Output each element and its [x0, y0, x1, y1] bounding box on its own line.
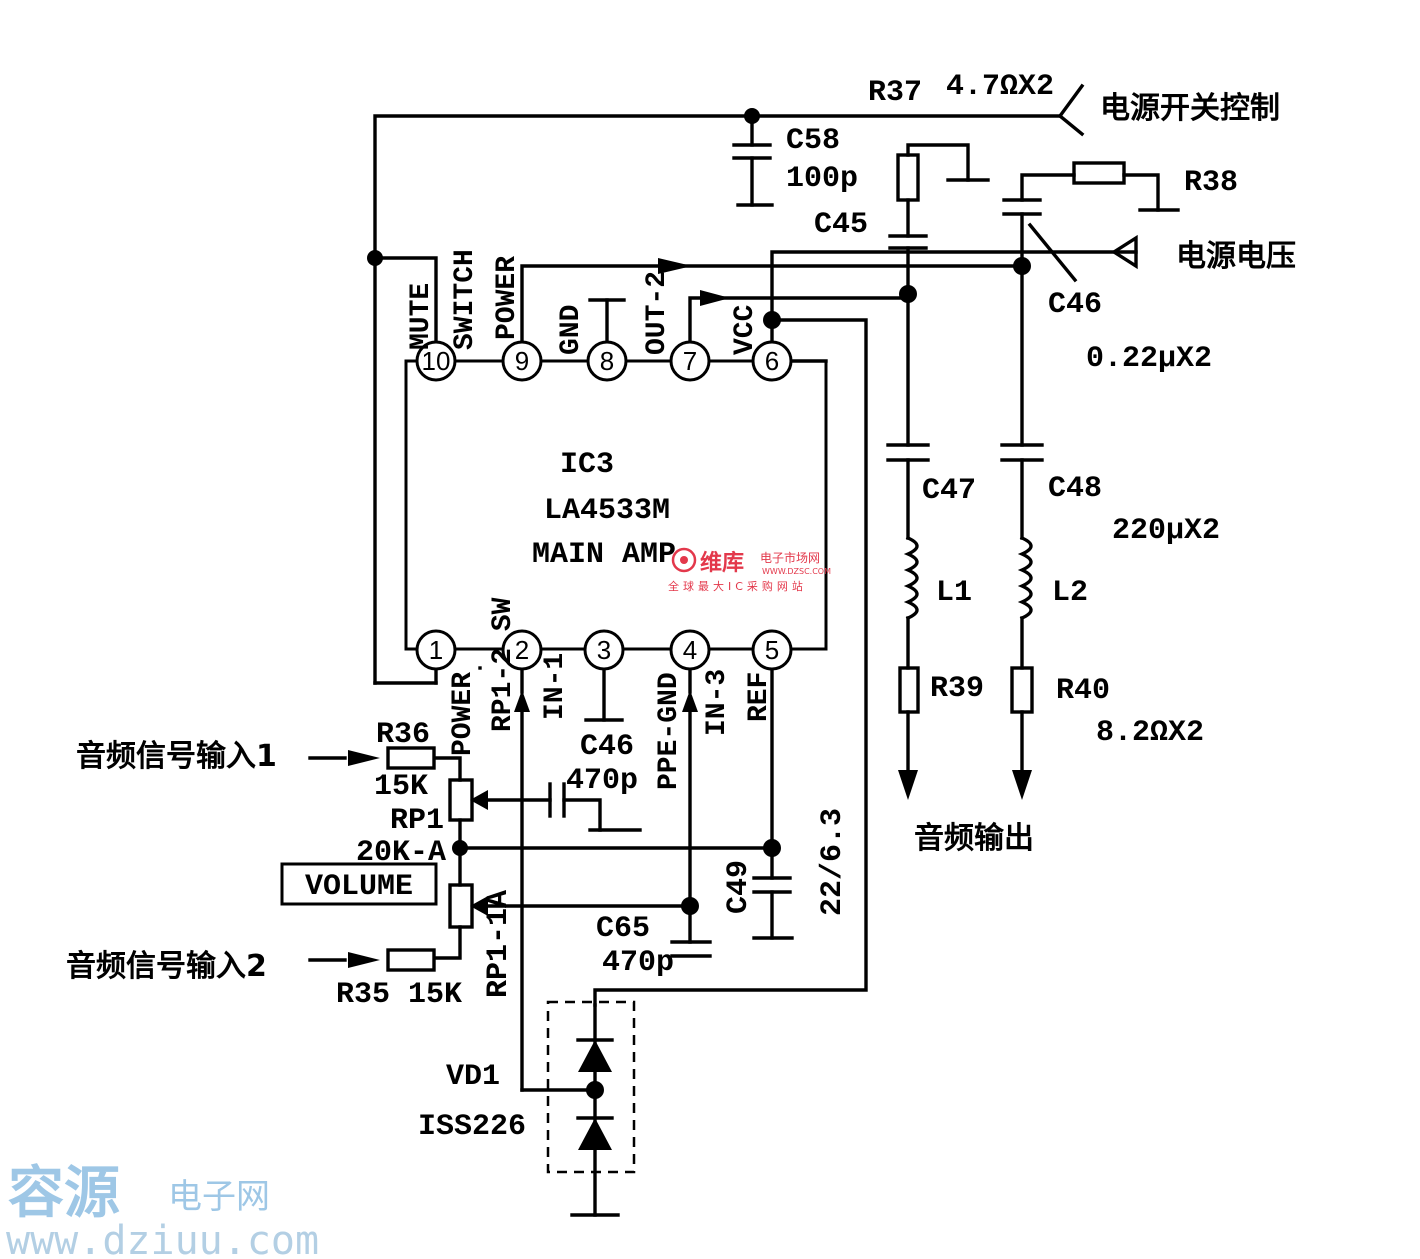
label-c65-value: 470p: [602, 946, 674, 980]
wm-ry-sub: 电子网: [168, 1177, 270, 1217]
pin-10: 10: [422, 346, 451, 376]
label-power-top: POWER: [492, 256, 523, 340]
label-r36: R36: [376, 718, 430, 752]
label-c58: C58: [786, 124, 840, 158]
label-audio-in-2: 音频信号输入2: [66, 949, 267, 984]
pin-1: 1: [429, 635, 443, 665]
wm-ry-url: www.dziuu.com: [6, 1218, 319, 1259]
ic-title: IC3 LA4533M MAIN AMP: [532, 448, 676, 572]
volume-box: VOLUME: [280, 862, 438, 906]
label-c65: C65: [596, 912, 650, 946]
label-r37: R37: [868, 76, 922, 110]
label-c48: C48: [1048, 472, 1102, 506]
label-in-1: IN-1: [540, 653, 571, 720]
ic-ref: IC3: [560, 448, 614, 482]
wm-weiku-slogan: 全球最大IC采购网站: [668, 579, 807, 593]
label-power-bottom: POWER: [448, 672, 479, 756]
label-ref: REF: [744, 672, 775, 722]
label-r38: R38: [1184, 166, 1238, 200]
label-c46-bottom-value: 470p: [566, 764, 638, 798]
label-vcc: VCC: [730, 304, 761, 355]
label-c45: C45: [814, 208, 868, 242]
label-l1: L1: [936, 576, 972, 610]
label-c46-bottom: C46: [580, 730, 634, 764]
label-power-voltage: 电源电压: [1176, 239, 1296, 274]
label-mute: MUTE: [406, 283, 437, 350]
watermark-weiku: 维库 电子市场网 WWW.DZSC.COM 全球最大IC采购网站: [668, 547, 831, 593]
wm-weiku-brand: 维库: [700, 550, 744, 576]
pin-8: 8: [600, 346, 614, 376]
volume-label: VOLUME: [305, 870, 413, 904]
label-r35-value: 15K: [408, 978, 462, 1012]
label-c58-value: 100p: [786, 162, 858, 196]
wm-weiku-url: WWW.DZSC.COM: [762, 567, 831, 576]
ic-part: LA4533M: [544, 494, 670, 528]
label-rp1-2-sw: RP1-2 SW: [488, 597, 519, 732]
pin-5: 5: [765, 635, 779, 665]
label-r39-40-value: 8.2ΩX2: [1096, 716, 1204, 750]
label-c46-top-value: 0.22μX2: [1086, 342, 1212, 376]
label-c49: C49: [722, 860, 756, 914]
label-switch: SWITCH: [450, 249, 481, 350]
wm-weiku-site: 电子市场网: [760, 550, 820, 565]
label-l2: L2: [1052, 576, 1088, 610]
signal-arrows: [348, 258, 1032, 968]
label-c49-value: 22/6.3: [816, 808, 850, 916]
junction-dots: [367, 108, 1031, 1099]
label-ppe-gnd: PPE-GND: [654, 672, 685, 790]
label-rp1: RP1: [390, 804, 444, 838]
label-audio-out: 音频输出: [914, 821, 1034, 856]
label-vd1: VD1: [446, 1060, 500, 1094]
pin-2: 2: [515, 635, 529, 665]
label-rp1-1a: RP1-1A: [482, 890, 516, 998]
label-c47-48-value: 220μX2: [1112, 514, 1220, 548]
watermark-rongyuan: 容源 电子网 www.dziuu.com: [6, 1161, 319, 1259]
label-r39: R39: [930, 672, 984, 706]
ic-pins-top: 10 9 8 7 6: [415, 340, 793, 382]
pin-6: 6: [765, 346, 779, 376]
label-power-switch-ctrl: 电源开关控制: [1100, 91, 1280, 126]
label-r36-value: 15K: [374, 770, 428, 804]
ic-pins-bottom: 1 2 3 4 5: [415, 629, 793, 671]
component-labels: R37 4.7ΩX2 C58 100p C45 R38 C46 0.22μX2 …: [336, 70, 1238, 1144]
signal-labels: 电源开关控制 电源电压 音频信号输入1 音频信号输入2 音频输出: [66, 91, 1296, 984]
diode-vd1: [546, 1000, 636, 1174]
label-r40: R40: [1056, 674, 1110, 708]
ic-pin-labels-top: MUTE SWITCH POWER GND OUT-2 VCC: [406, 249, 761, 355]
pin-7: 7: [683, 346, 697, 376]
pin-4: 4: [683, 635, 697, 665]
label-r37-value: 4.7ΩX2: [946, 70, 1054, 104]
pin-9: 9: [515, 346, 529, 376]
pin-3: 3: [597, 635, 611, 665]
label-c47: C47: [922, 474, 976, 508]
label-gnd: GND: [556, 305, 587, 355]
label-r35: R35: [336, 978, 390, 1012]
label-audio-in-1: 音频信号输入1: [76, 739, 277, 774]
label-out-2: OUT-2: [642, 271, 673, 355]
label-vd1-value: ISS226: [418, 1110, 526, 1144]
ic-pin-labels-bottom: POWER RP1-2 SW IN-1 PPE-GND IN-3 REF: [448, 597, 775, 790]
label-in-3: IN-3: [702, 669, 733, 736]
ic-desc: MAIN AMP: [532, 538, 676, 572]
label-c46-top: C46: [1048, 288, 1102, 322]
wm-ry-brand: 容源: [8, 1161, 120, 1226]
